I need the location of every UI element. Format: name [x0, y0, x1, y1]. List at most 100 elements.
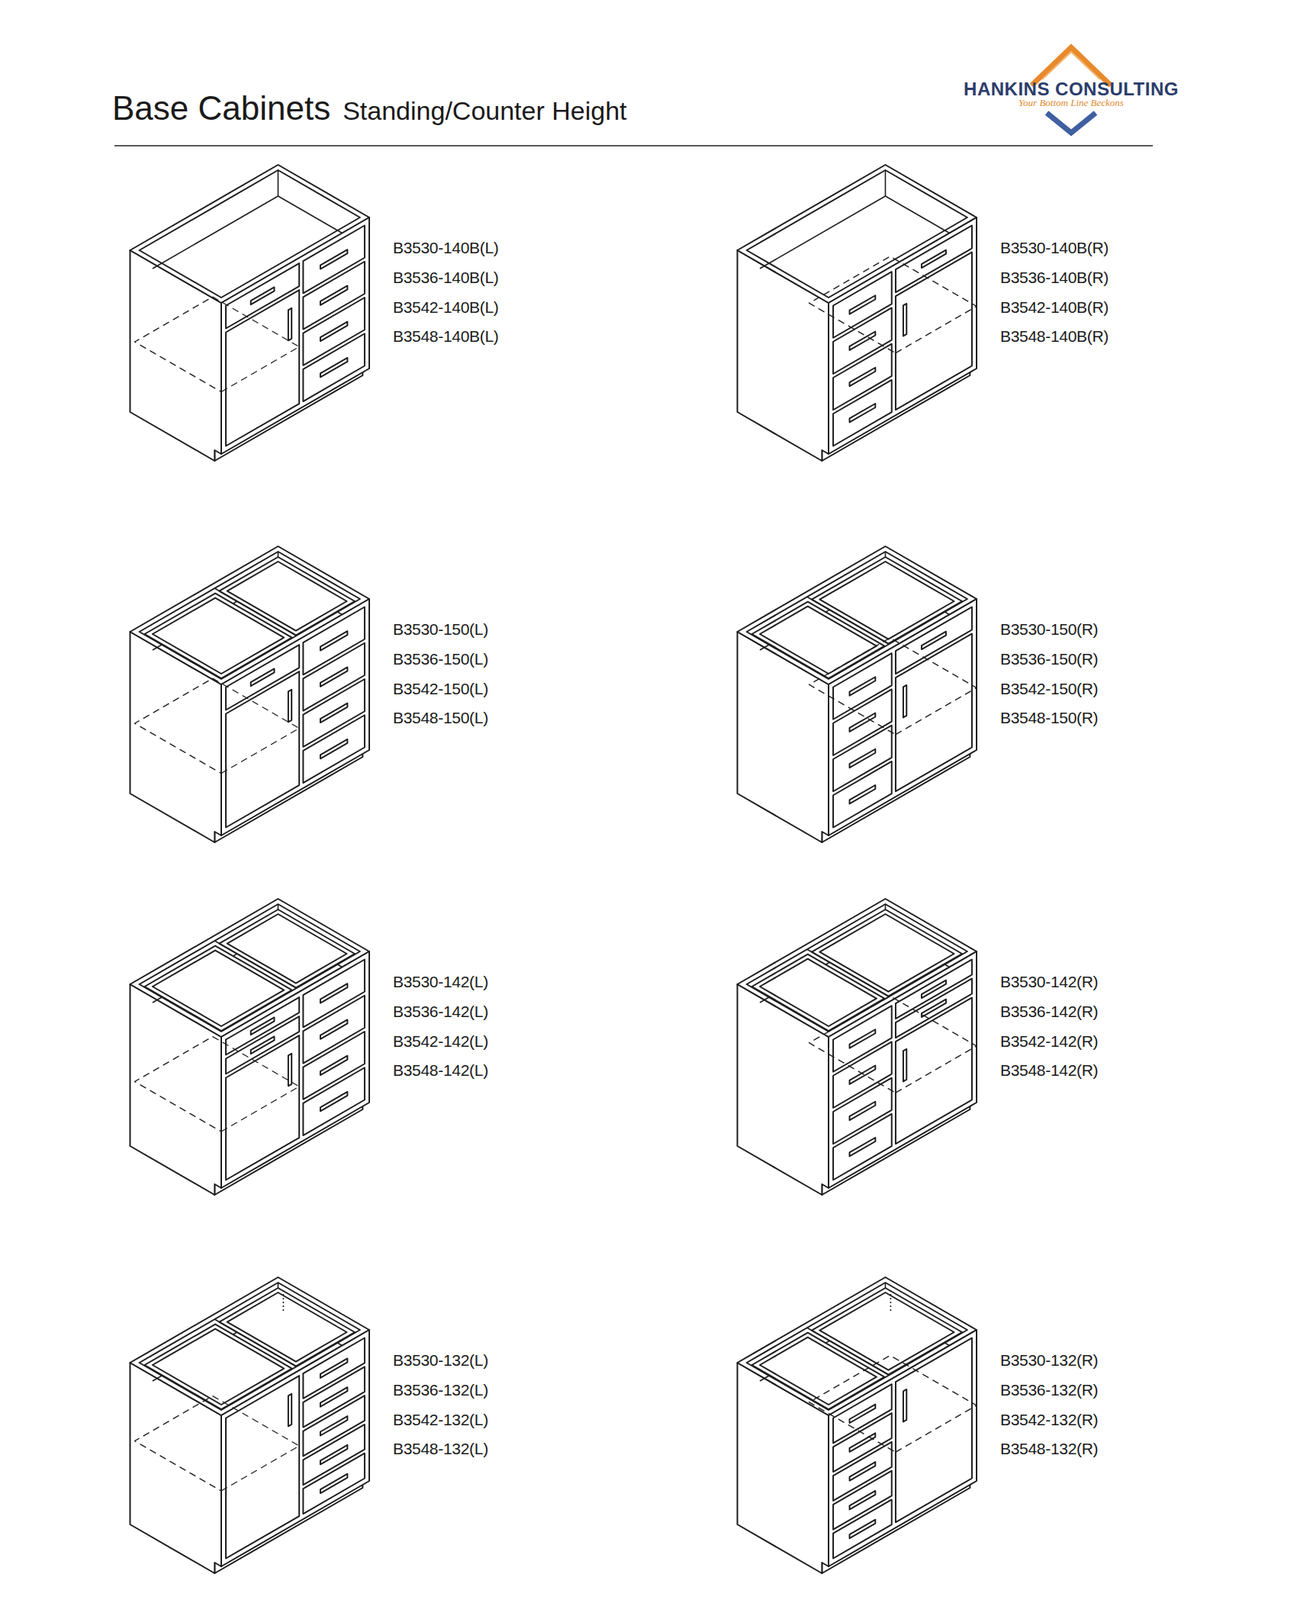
drawer-rail: [214, 1319, 297, 1367]
drawer-handle: [849, 676, 876, 696]
drawer-handle: [320, 321, 348, 342]
drawer-handle: [849, 1029, 876, 1048]
door-handle: [288, 308, 292, 342]
drawer-rail: [214, 588, 297, 636]
drawer-box-inner: [227, 561, 348, 631]
face-frame: [221, 217, 370, 454]
drawer-handle: [849, 1137, 876, 1156]
model-number: B3548-142(L): [392, 1061, 489, 1080]
drawer-handle: [320, 630, 348, 651]
drawer-handle: [849, 785, 876, 804]
door-panel: [895, 252, 972, 411]
drawer-handle: [251, 668, 275, 686]
shelf-slot: [283, 1297, 285, 1300]
model-number: B3542-150(L): [392, 679, 489, 699]
model-number: B3542-150(R): [1000, 679, 1098, 699]
model-number: B3530-150(R): [1000, 620, 1098, 639]
drawer-front: [302, 1067, 365, 1136]
drawer-handle: [849, 403, 876, 422]
title-row: Base Cabinets Standing/Counter Height: [112, 90, 628, 127]
drawer-handle: [320, 983, 348, 1003]
drawer-handle: [320, 1019, 348, 1039]
drawer-front: [302, 1453, 365, 1514]
model-number: B3536-132(L): [392, 1380, 489, 1400]
shelf-slot: [283, 1301, 285, 1304]
drawer-rail: [214, 940, 297, 989]
door-panel: [895, 634, 972, 792]
drawer-handle: [320, 285, 348, 305]
drawer-handle: [320, 703, 348, 723]
shelf-slot: [283, 1290, 285, 1292]
face-frame: [828, 1329, 977, 1567]
hidden-shelf: [809, 1355, 977, 1453]
door-handle: [903, 1049, 907, 1082]
shelf-slot: [283, 1293, 285, 1296]
model-number: B3542-140B(L): [392, 298, 499, 317]
drawer-front: [302, 714, 365, 783]
drawer-handle: [320, 249, 348, 269]
drawer-handle: [320, 1387, 348, 1407]
drawer-handle: [921, 631, 947, 650]
shelf-slot: [890, 1290, 892, 1292]
model-number: B3542-140B(R): [1000, 298, 1109, 317]
top-rim: [129, 1277, 370, 1416]
shelf-slot: [890, 1293, 892, 1296]
face-frame: [221, 951, 370, 1188]
drawer-box-inner: [227, 914, 348, 984]
drawer-handle: [921, 250, 947, 268]
drawer-handle: [320, 1474, 348, 1494]
model-number: B3548-132(L): [392, 1439, 489, 1458]
drawer-handle: [849, 1461, 876, 1481]
drawer-box-inner: [227, 1292, 348, 1362]
logo-chevron: [1046, 112, 1096, 133]
logo-roof-inner: [1042, 51, 1101, 80]
face-frame: [828, 217, 977, 454]
model-number: B3530-140B(L): [392, 238, 499, 258]
drawer-handle: [849, 1101, 876, 1120]
cabinet-illustration: [129, 164, 370, 461]
drawer-front: [833, 1499, 892, 1558]
cabinet-illustration: [129, 898, 370, 1195]
drawer-handle: [320, 357, 348, 377]
logo-name: HANKINS CONSULTING: [963, 78, 1179, 100]
model-number: B3542-132(R): [1000, 1410, 1098, 1429]
model-number: B3548-140B(R): [1000, 327, 1109, 346]
shelf-slot: [890, 1309, 892, 1311]
drawer-front: [833, 1113, 892, 1181]
model-number: B3548-150(R): [1000, 708, 1098, 728]
drawer-handle: [320, 666, 348, 686]
model-number: B3530-142(L): [392, 972, 489, 992]
drawer-handle: [849, 367, 876, 387]
hidden-shelf: [135, 678, 300, 773]
interior-edge: [152, 196, 279, 269]
drawer-front: [302, 333, 365, 402]
drawer-handle: [320, 1416, 348, 1436]
interior-edge: [885, 196, 954, 236]
shelf-slot: [890, 1301, 892, 1304]
model-number: B3536-150(L): [392, 650, 489, 669]
hidden-shelf: [809, 256, 977, 354]
drawer-handle: [320, 1055, 348, 1075]
page-subtitle: Standing/Counter Height: [342, 96, 627, 126]
page-title: Base Cabinets: [112, 90, 331, 127]
hidden-shelf: [809, 637, 977, 735]
drawer-rail: [807, 949, 889, 997]
drawer-handle: [320, 1445, 348, 1465]
door-handle: [288, 1393, 292, 1427]
drawer-front: [833, 761, 892, 828]
shelf-slot: [283, 1305, 285, 1307]
drawer-handle: [849, 1490, 876, 1510]
interior-edge: [885, 170, 887, 197]
drawer-handle: [320, 1091, 348, 1111]
model-number: B3536-140B(L): [392, 268, 499, 287]
drawer-handle: [849, 1519, 876, 1539]
drawer-handle: [849, 1432, 876, 1452]
door-handle: [288, 689, 292, 723]
cabinet-illustration: [129, 546, 370, 843]
hidden-shelf: [135, 296, 300, 392]
drawer-rail: [807, 596, 889, 644]
model-number: B3530-140B(R): [1000, 238, 1109, 258]
door-handle: [288, 1053, 292, 1087]
cabinet-illustration: [737, 546, 977, 843]
interior-edge: [277, 170, 280, 197]
